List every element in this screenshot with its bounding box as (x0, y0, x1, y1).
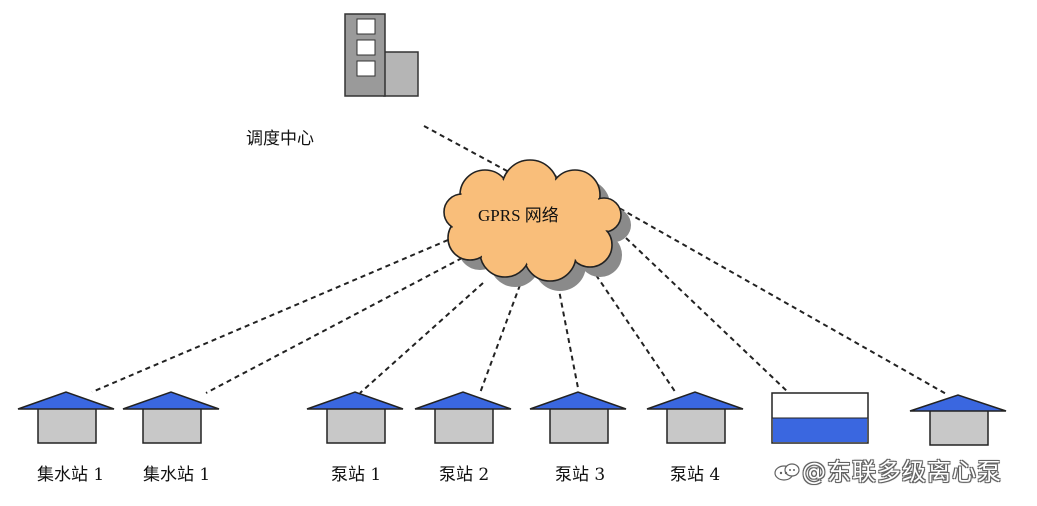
station-s7-tank-icon (771, 392, 869, 444)
station-s2-house-icon (122, 391, 220, 444)
link-center-cloud (423, 125, 521, 179)
link-cloud-s2 (205, 257, 463, 394)
link-cloud-s1 (91, 239, 449, 393)
link-cloud-s7 (625, 237, 791, 395)
link-cloud-s8 (611, 203, 949, 396)
gprs-network-label: GPRS 网络 (478, 206, 559, 225)
dispatch-center-building-icon (344, 13, 419, 97)
watermark-logo-icon (774, 463, 800, 481)
station-s1-house-icon (17, 391, 115, 444)
link-cloud-s6 (595, 274, 677, 394)
dispatch-center-label: 调度中心 (246, 129, 314, 149)
link-cloud-s5 (557, 284, 579, 389)
watermark: @东联多级离心泵 (774, 452, 1002, 487)
station-label-s2: 集水站 1 (143, 465, 211, 485)
station-s8-house-icon (909, 394, 1007, 446)
station-s4-house-icon (414, 391, 512, 444)
station-s6-house-icon (646, 391, 744, 444)
station-label-s1: 集水站 1 (37, 465, 105, 485)
network-links (91, 125, 949, 396)
station-label-s4: 泵站 2 (439, 465, 490, 485)
link-cloud-s4 (479, 284, 521, 394)
station-s3-house-icon (306, 391, 404, 444)
gprs-cloud-icon (443, 159, 631, 291)
link-cloud-s3 (359, 282, 484, 394)
station-label-s5: 泵站 3 (555, 465, 606, 485)
station-label-s6: 泵站 4 (670, 465, 721, 485)
station-label-s3: 泵站 1 (331, 465, 382, 485)
station-s5-house-icon (529, 391, 627, 444)
watermark-text: @东联多级离心泵 (802, 458, 1002, 486)
